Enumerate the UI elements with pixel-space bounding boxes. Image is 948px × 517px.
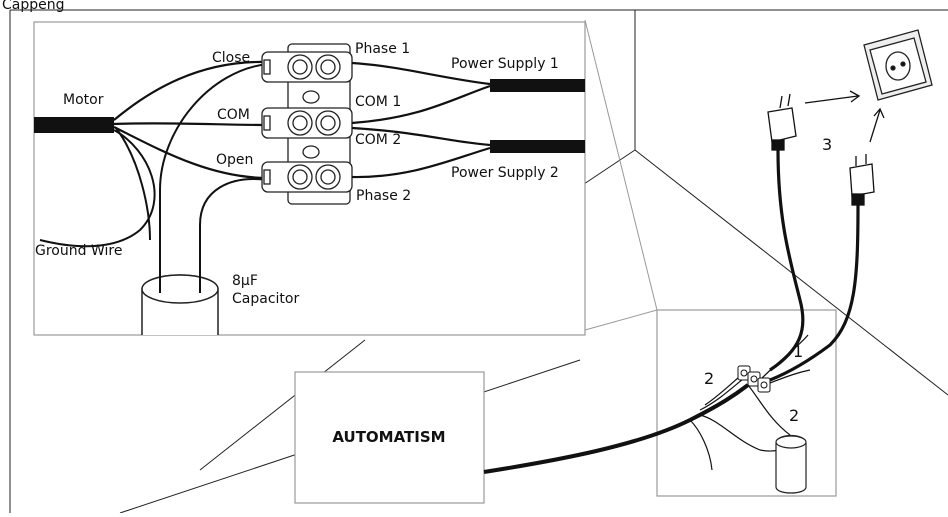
plug-2 (849, 154, 875, 206)
label-power-supply-2: Power Supply 2 (451, 165, 559, 181)
label-com1: COM 1 (355, 94, 401, 110)
step-3-label: 3 (822, 135, 832, 154)
label-power-supply-1: Power Supply 1 (451, 56, 559, 72)
step-2-label-a: 2 (704, 369, 714, 388)
step-2-label-b: 2 (789, 406, 799, 425)
step-1-label: 1 (793, 342, 803, 361)
detail-capacitor (775, 434, 807, 494)
label-ground-wire: Ground Wire (35, 243, 122, 259)
plug-1 (767, 93, 797, 151)
label-phase2: Phase 2 (356, 188, 411, 204)
automatism-cable (483, 383, 750, 474)
header-fragment: Cappeng (2, 0, 65, 13)
label-open: Open (216, 152, 253, 168)
label-close: Close (212, 50, 250, 66)
plug-cables (769, 149, 860, 382)
zoom-connectors (584, 19, 658, 331)
label-com2: COM 2 (355, 132, 401, 148)
power-cables (351, 61, 585, 179)
arrows (804, 90, 885, 143)
automatism-box (294, 371, 485, 504)
label-motor: Motor (63, 92, 104, 108)
label-capacitor-value: 8µF (232, 273, 258, 289)
detail-box (656, 309, 837, 497)
wall-socket (863, 29, 933, 101)
label-com: COM (217, 107, 250, 123)
terminal-block (261, 43, 353, 205)
label-capacitor: Capacitor (232, 291, 299, 307)
motor-cable (34, 60, 269, 248)
capacitor-inset (141, 63, 269, 335)
automatism-label: AUTOMATISM (332, 428, 445, 446)
detail-terminal-block (737, 365, 771, 393)
label-phase1: Phase 1 (355, 41, 410, 57)
